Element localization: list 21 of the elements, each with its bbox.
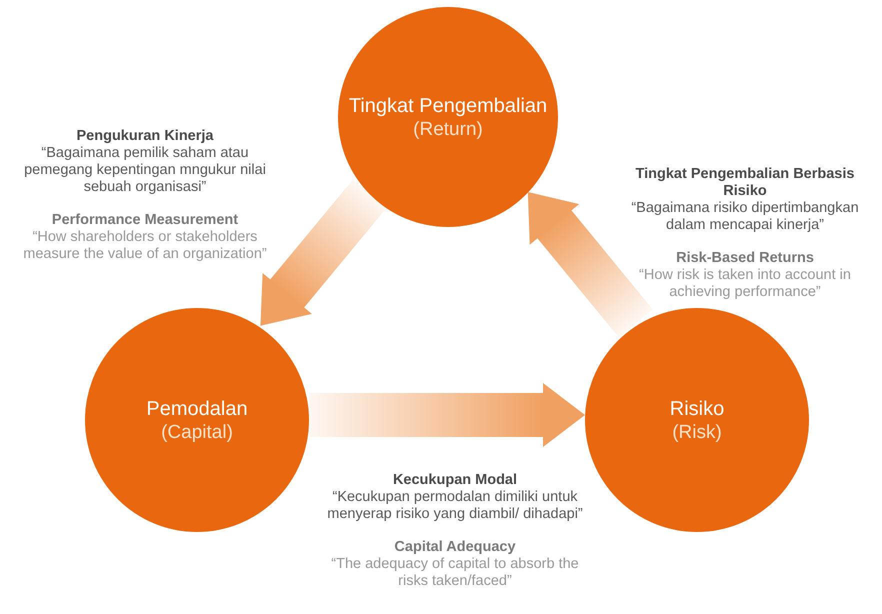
label-heading: Performance Measurement (52, 212, 238, 229)
label-heading: Pengukuran Kinerja (76, 128, 214, 145)
node-subtitle: (Risk) (672, 420, 722, 444)
label-heading: Capital Adequacy (394, 539, 516, 556)
node-title: Pemodalan (146, 396, 248, 420)
quote-text: “The adequacy of capital to absorb the risks taken/faced” (330, 556, 580, 590)
node-title: Tingkat Pengembalian (348, 94, 548, 118)
quote-text: “Bagaimana pemilik saham atau pemegang kepentingan mngukur nilai sebuah organisasi” (23, 145, 267, 196)
arrow (260, 180, 387, 326)
label-heading: Tingkat Pengembalian Berbasis Risiko (634, 166, 856, 200)
quote-text: “Kecukupan permodalan dimiliki untuk menyerap risiko yang diambil/ dihadapi” (326, 489, 584, 523)
node-subtitle: (Capital) (161, 420, 233, 444)
arrow (528, 192, 653, 338)
quote-text: “How shareholders or stakeholders measure the value of an organization” (22, 229, 268, 263)
label-heading: Kecukupan Modal (392, 472, 518, 489)
node-subtitle: (Return) (413, 118, 483, 140)
quote-text: “How risk is taken into account in achieving performance” (638, 267, 852, 301)
label-heading: Risk-Based Returns (676, 250, 814, 267)
quote-text: “Bagaimana risiko dipertimbangkan dalam mencapai kinerja” (630, 200, 860, 234)
arrow (309, 383, 585, 447)
node-title: Risiko (670, 396, 724, 420)
